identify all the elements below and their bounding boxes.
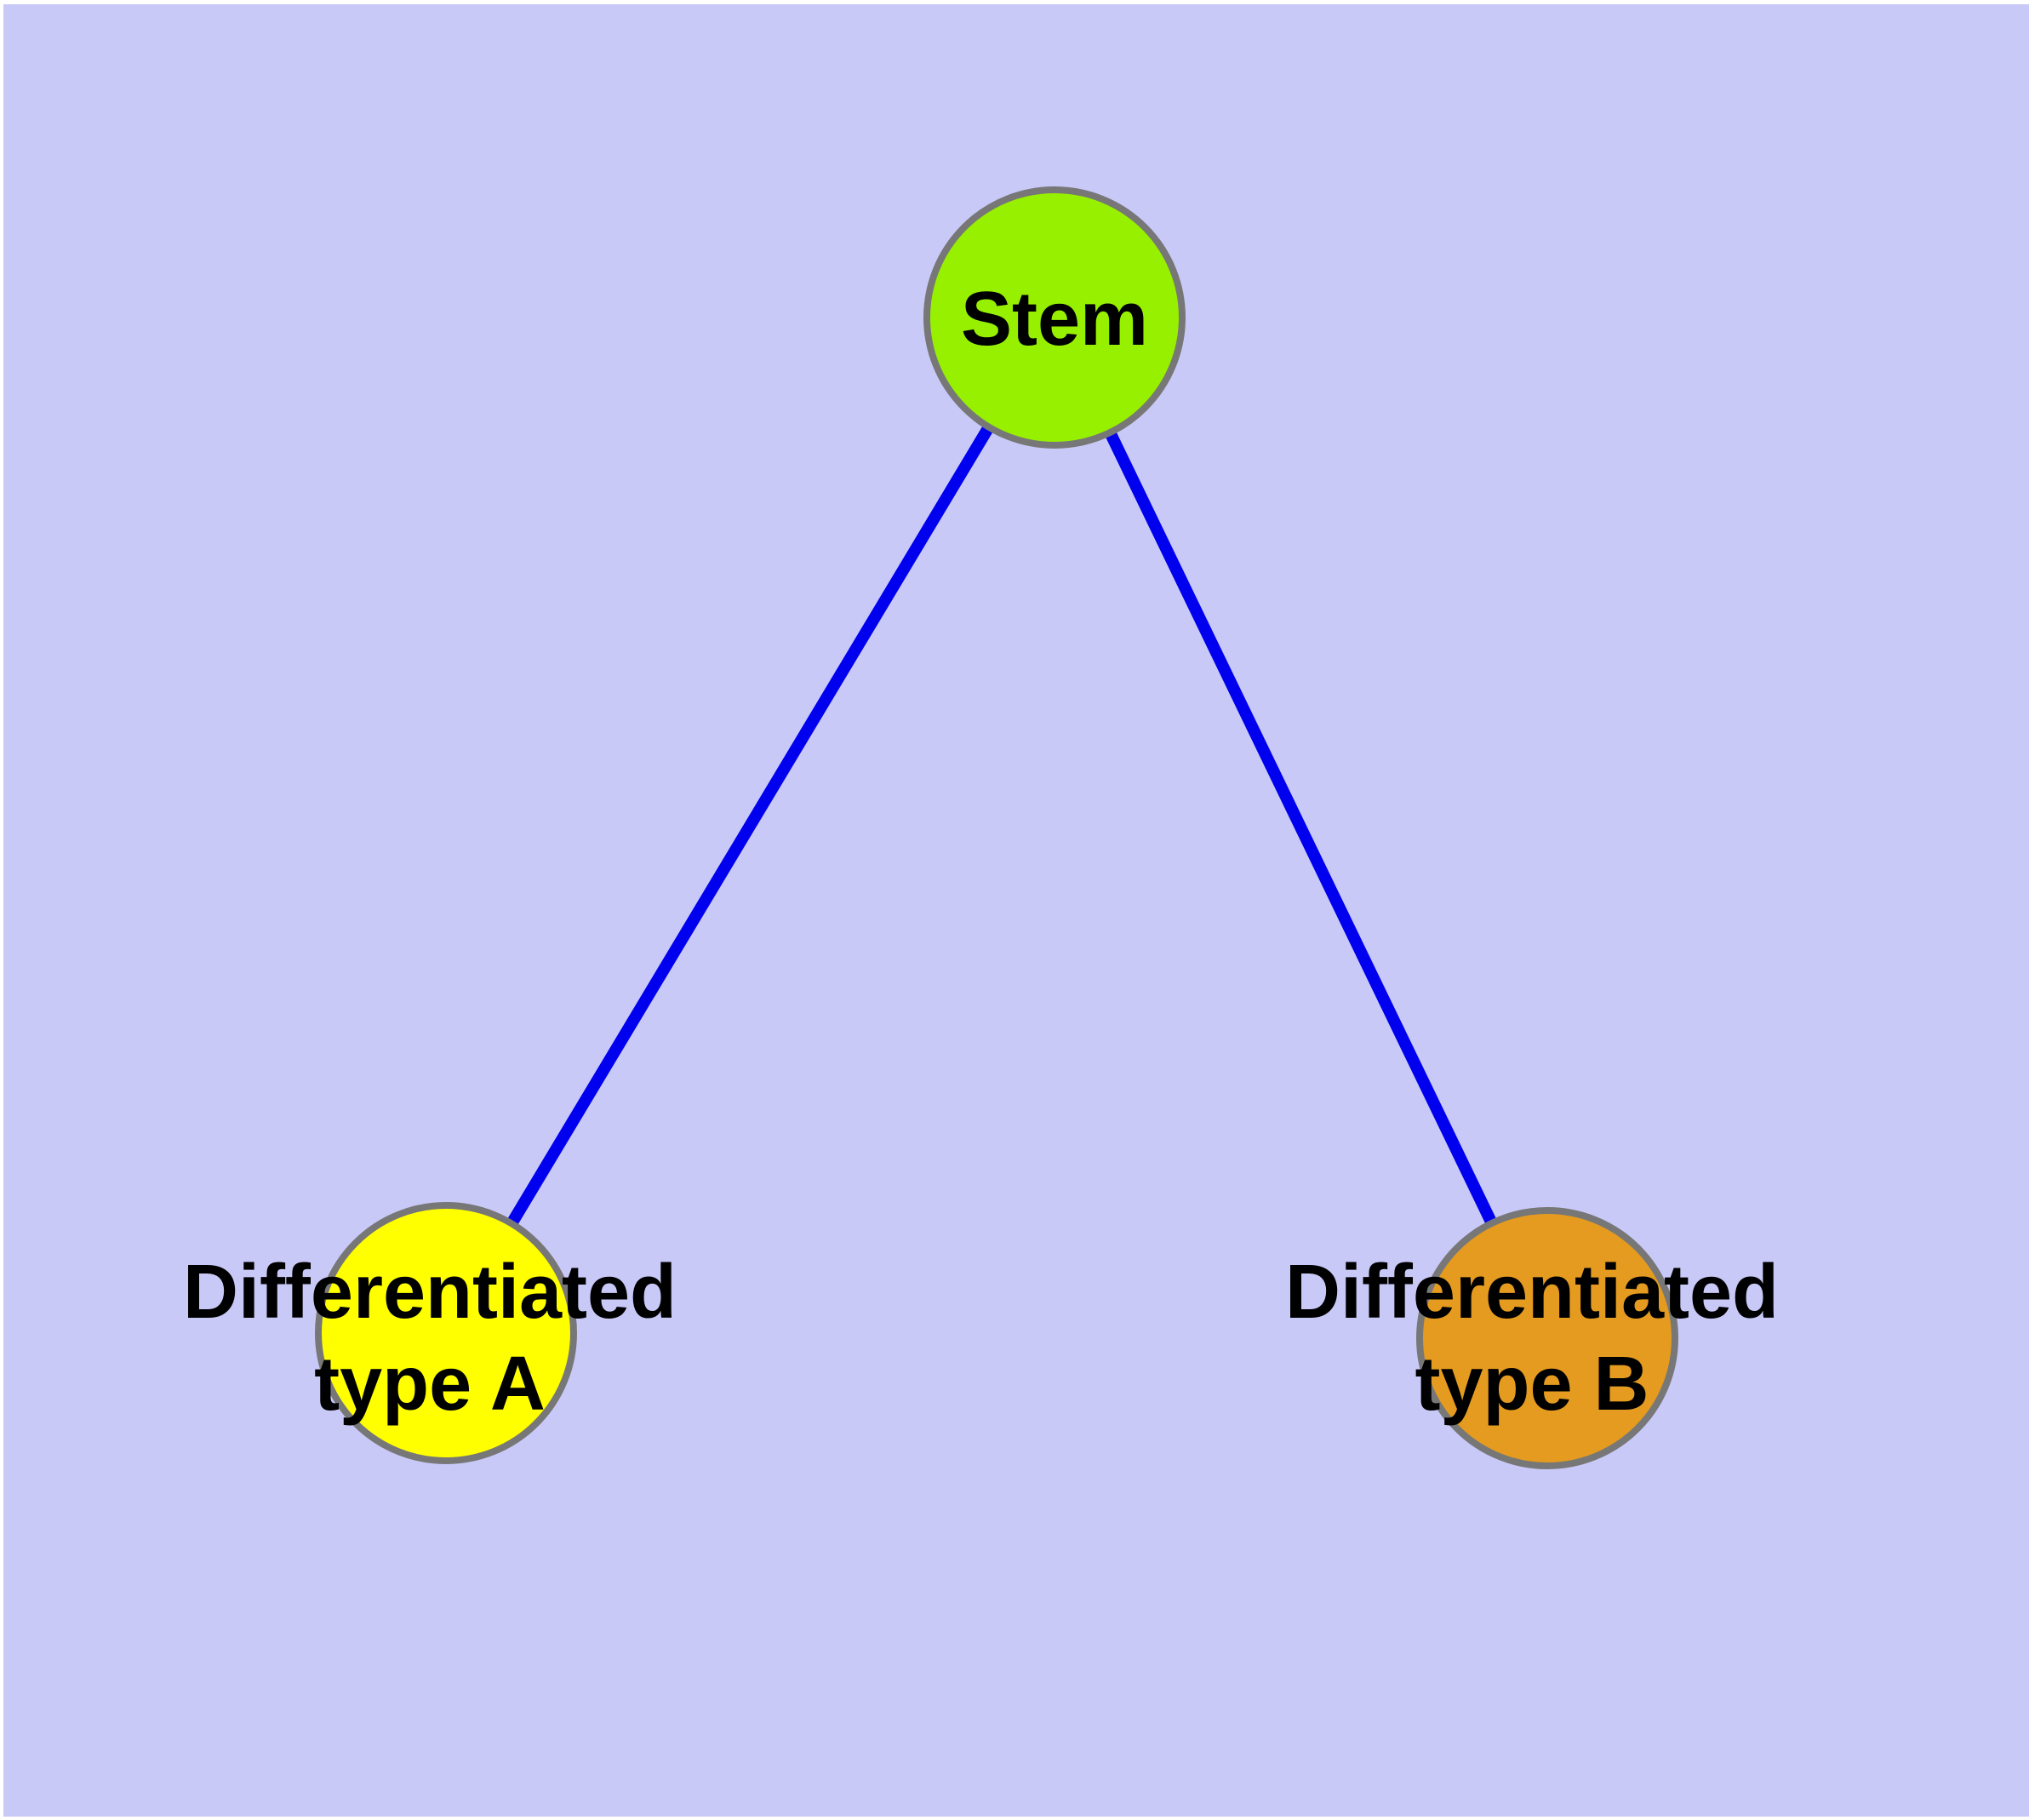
edge-stem-to-type-a: [440, 314, 1060, 1336]
node-differentiated-type-b-label: Differentiated type B: [1284, 1250, 1780, 1427]
node-differentiated-type-a-label: Differentiated type A: [182, 1250, 677, 1427]
node-differentiated-type-a[interactable]: [315, 1202, 577, 1464]
node-stem[interactable]: [923, 186, 1186, 449]
node-stem-label: Stem: [960, 277, 1149, 362]
node-differentiated-type-b[interactable]: [1416, 1207, 1678, 1469]
edge-stem-to-type-b: [1049, 314, 1553, 1342]
